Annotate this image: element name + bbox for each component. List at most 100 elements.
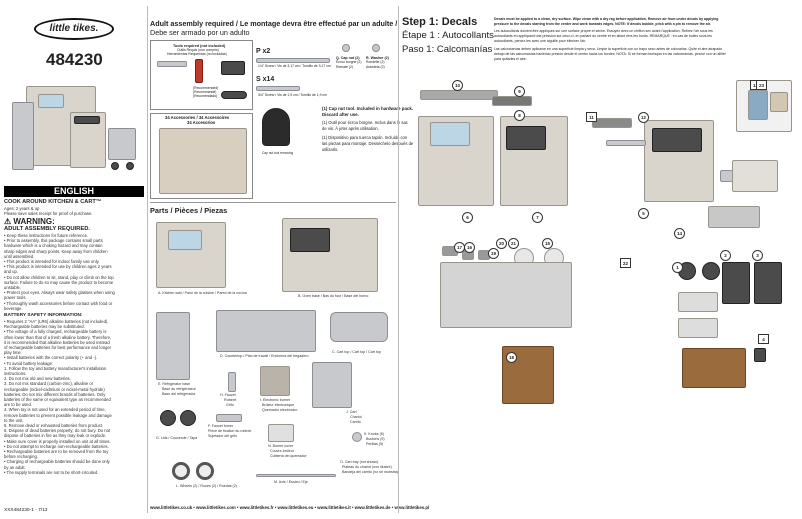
warning-item: • Thoroughly wash accessories before con…: [4, 300, 113, 306]
part-o-label-fr: Plateau du chariot (non illustré): [342, 465, 392, 469]
battery-item: 6. Dispose of dead batteries properly; d…: [4, 428, 111, 434]
parts-title: Parts / Pièces / Piezas: [150, 206, 228, 215]
part-i-label-fr: Brûleur électronique: [262, 403, 295, 407]
battery-item: often lower than that of a fresh alkalin…: [4, 334, 112, 340]
part-i-label: I. Electronic burner: [260, 398, 291, 402]
fridge-door-decal: [652, 128, 702, 152]
step-desc-2: pressure to the decals starting from the…: [494, 22, 711, 26]
screw-s-icon: [256, 86, 300, 91]
hardware-s-label: S x14: [256, 76, 275, 83]
recommended-label: (Recommended): [193, 86, 219, 90]
step-desc-fr: Les autocollants doivent être appliqués …: [494, 29, 713, 33]
countertop-illustration: [440, 262, 572, 328]
battery-item: • Requires 2 "AA" (LR6) alkaline batteri…: [4, 319, 109, 324]
callout-12: 12: [638, 112, 649, 123]
battery-item: • Rechargeable batteries are to be remov…: [4, 449, 109, 455]
part-g-label: G. Lids / Couvercle / Tapa: [156, 436, 198, 440]
accessories-label: 34 Accessories / 34 Accessoires: [165, 115, 230, 120]
part-l-wheel: [196, 462, 214, 480]
window-icon: [168, 230, 202, 250]
callout-18: 18: [506, 352, 517, 363]
part-h-label-es: Grifo: [226, 403, 234, 407]
part-i-electronic-burner: [260, 366, 290, 396]
tools-label: Tools required (not included): [173, 44, 226, 48]
battery-item: 5. Remove dead or exhausted batteries fr…: [4, 423, 104, 429]
part-j-label-es: Carrito: [350, 420, 361, 424]
hardware-p-label: P x2: [256, 48, 271, 55]
part-n-label-fr: Couvre-brûleur: [270, 449, 294, 453]
warning-item: power tools.: [4, 295, 27, 301]
battery-item: • Do not attempt to recharge non-recharg…: [4, 443, 109, 449]
part-f-label: F. Faucet turner: [208, 424, 234, 428]
part-g-lid: [160, 410, 176, 426]
callout-11: 11: [586, 112, 597, 122]
battery-item: • Make sure cover is properly installed …: [4, 438, 111, 444]
window-decal: [430, 122, 470, 146]
oven-knob-panel-decal: [678, 318, 718, 338]
cap-nut-tool-text-2: Discard after use.: [322, 112, 359, 117]
tools-box: Tools required (not included) Outils Req…: [150, 40, 253, 110]
part-i-label-es: Quemador electrónico: [262, 408, 298, 412]
callout-5: 5: [638, 208, 649, 219]
recommended-label-es: (Recomendado): [193, 94, 218, 98]
warning-icon: ⚠: [4, 217, 12, 226]
shelf-decal: [592, 118, 632, 128]
receipt-note: Please save sales receipt for proof of p…: [4, 211, 93, 216]
battery-item: • Charging of rechargeable batteries sho…: [4, 459, 110, 465]
step-desc-fr-3: autocollants, percez-les avec une aiguil…: [494, 39, 587, 43]
warning-item: hardware which is a choking hazard and m…: [4, 243, 103, 249]
callout-3: 3: [752, 250, 763, 261]
footer-urls: www.littletikes.co.uk • www.littletikes.…: [150, 505, 430, 510]
hardware-q-label: Q. Cap nut (2): [336, 56, 360, 60]
ages: Ages: 2 years & up: [4, 206, 40, 211]
part-k-label-fr: Boutons (5): [366, 437, 385, 441]
callout-2: 2: [720, 250, 731, 261]
warning-item: • Prior to assembly, this package contai…: [4, 238, 103, 244]
cart-decal-panel: [770, 92, 788, 112]
part-m-label: M. Axle / Essieu / Eje: [274, 480, 308, 484]
part-l-label: L. Wheels (2) / Roues (2) / Ruedas (2): [176, 484, 237, 488]
battery-item: by an adult.: [4, 464, 26, 470]
callout-9: 9: [514, 86, 525, 97]
cap-nut-tool-text: (1) Cap nut tool. Included in hardware p…: [322, 106, 413, 111]
battery-item: • The voltage of a fully charged, rechar…: [4, 329, 107, 335]
callout-16: 16: [464, 242, 475, 253]
warning-item: and up.: [4, 269, 18, 275]
part-j-label-fr: Chariot: [350, 415, 362, 419]
battery-item: batteries. Do not mix different brands o…: [4, 391, 106, 397]
accessories-illustration: [159, 128, 247, 194]
callout-4: 4: [758, 334, 769, 344]
cap-nut-icon: [342, 44, 350, 52]
cap-nut-tool-text-fr-2: de vis. À jeter après utilisation.: [322, 126, 379, 131]
callout-19: 19: [488, 248, 499, 259]
step-title: Step 1: Decals: [402, 16, 478, 28]
callout-23: 23: [756, 80, 767, 90]
assembly-title-es: Debe ser armado por un adulto: [150, 28, 250, 37]
part-e-label: E. Refrigerator base: [158, 382, 191, 386]
part-n-label: N. Burner cover: [268, 444, 294, 448]
tools-label-fr: Outils Requis (non compris): [177, 48, 219, 52]
part-l-wheel: [172, 462, 190, 480]
washer-icon: [372, 44, 380, 52]
utensil-decal: [708, 206, 760, 228]
oven-door-decal: [506, 126, 546, 150]
warning-item: • Keep these instructions for future ref…: [4, 233, 89, 238]
part-m-axle: [256, 474, 336, 477]
decal-strip: [420, 90, 498, 100]
hammer-icon: [195, 59, 203, 83]
burner-decal: [702, 262, 720, 280]
side-shelf-illustration: [732, 160, 778, 192]
battery-item: 1. Follow the toy and battery manufactur…: [4, 365, 107, 371]
battery-list: • Requires 2 "AA" (LR6) alkaline batteri…: [4, 319, 144, 475]
part-o-label: O. Cart tray (not shown): [340, 460, 379, 464]
accessories-box: 34 Accessories / 34 Accessoires 34 Acces…: [150, 113, 253, 199]
assembly-title: Adult assembly required / Le montage dev…: [150, 19, 398, 28]
battery-item: dispose of batteries in fire as they may…: [4, 433, 107, 439]
callout-22: 22: [620, 258, 631, 268]
screw-p-icon: [256, 58, 330, 63]
part-k-label: K. Knobs (5): [364, 432, 384, 436]
part-c-label: C. Cart top / Cart top / Cart top: [332, 350, 381, 354]
part-k-knob: [352, 432, 362, 442]
cap-nut-tool-text-es-3: utilizarlo.: [322, 147, 339, 152]
battery-item: play time.: [4, 350, 22, 356]
